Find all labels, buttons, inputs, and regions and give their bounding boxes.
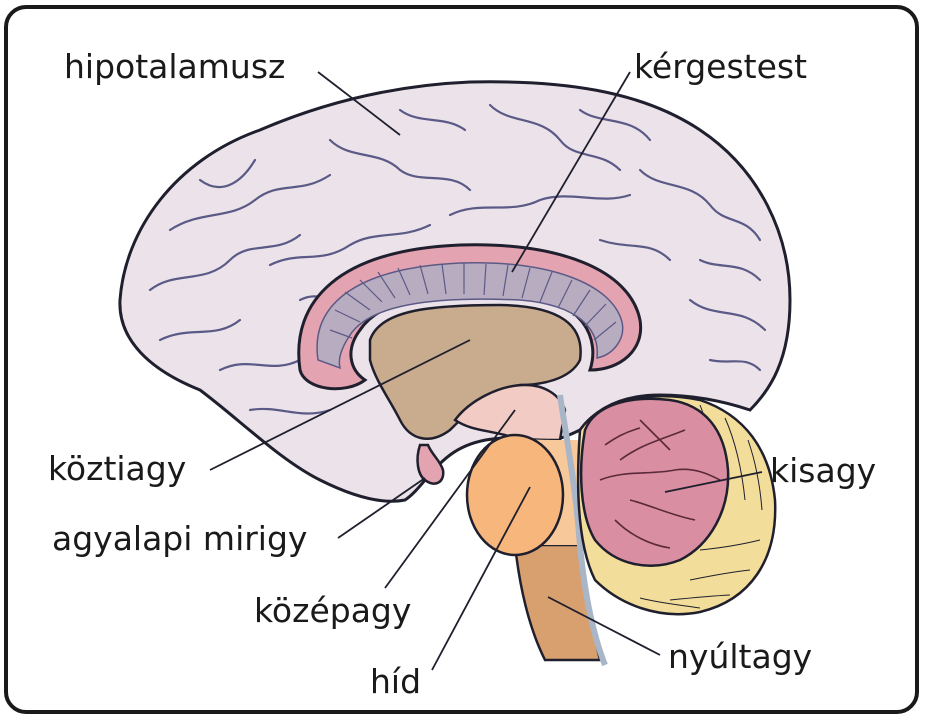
label-diencephalon: köztiagy — [48, 452, 186, 485]
label-medulla: nyúltagy — [668, 640, 812, 673]
cerebellum — [581, 399, 728, 566]
label-hypothalamus: hipotalamusz — [64, 50, 285, 83]
label-pituitary: agyalapi mirigy — [52, 522, 307, 555]
label-midbrain: középagy — [254, 594, 411, 627]
pons — [467, 435, 563, 555]
label-cerebellum: kisagy — [770, 454, 876, 487]
label-corpus-callosum: kérgestest — [634, 50, 807, 83]
label-pons: híd — [370, 665, 421, 698]
